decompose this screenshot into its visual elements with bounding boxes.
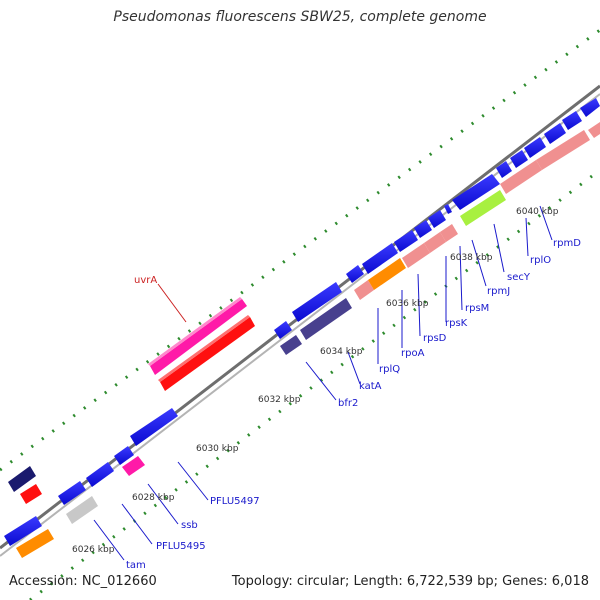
gene-lime-secY[interactable] xyxy=(460,190,506,226)
gene-blue-rpoA[interactable] xyxy=(394,230,418,252)
gene-blue-bfr2[interactable] xyxy=(274,321,292,339)
label-rpoA: rpoA xyxy=(401,348,425,359)
gene-orange-left[interactable] xyxy=(16,529,54,558)
tick-6034: 6034 kbp xyxy=(320,347,363,357)
gene-salmon-rplQ[interactable] xyxy=(354,280,374,300)
gene-blue-6030[interactable] xyxy=(130,408,178,446)
page-title: Pseudomonas fluorescens SBW25, complete … xyxy=(113,9,487,25)
gene-blue-edge[interactable] xyxy=(4,516,42,546)
tick-6036: 6036 kbp xyxy=(386,299,429,309)
gene-labels: uvrA tam PFLU5495 ssb PFLU5497 bfr2 katA… xyxy=(126,238,581,571)
gene-salmon-rplO[interactable] xyxy=(500,160,542,194)
genome-backbone xyxy=(0,84,600,557)
gene-blue-edge-right[interactable] xyxy=(580,98,600,117)
gene-purple-bfr2[interactable] xyxy=(280,335,302,355)
label-secY: secY xyxy=(507,272,531,283)
gene-blue-rplO-a[interactable] xyxy=(496,161,512,178)
gene-blue-rpsD[interactable] xyxy=(414,220,432,238)
gene-salmon-rpsM[interactable] xyxy=(440,224,458,242)
tick-6038: 6038 kbp xyxy=(450,253,493,263)
gene-pink-small[interactable] xyxy=(122,456,145,476)
tick-6040: 6040 kbp xyxy=(516,207,559,217)
gene-blue-rpsK[interactable] xyxy=(428,210,446,228)
label-tam: tam xyxy=(126,560,146,571)
gene-blue-rpmD-b[interactable] xyxy=(562,111,582,130)
label-leader-lines xyxy=(93,205,553,561)
gene-blue-rplQ-a[interactable] xyxy=(346,265,364,283)
genome-summary-text: Topology: circular; Length: 6,722,539 bp… xyxy=(231,574,589,589)
gene-orange-rpoA[interactable] xyxy=(368,258,406,290)
gene-salmon-rpsK[interactable] xyxy=(424,232,446,253)
gene-blue-rplO-c[interactable] xyxy=(524,137,546,158)
gene-blue-pflu5495[interactable] xyxy=(86,462,114,487)
gene-blue-rpmD-a[interactable] xyxy=(544,123,566,144)
label-PFLU5497: PFLU5497 xyxy=(210,496,260,507)
gene-blue-tam[interactable] xyxy=(58,481,86,505)
gene-grey[interactable] xyxy=(66,496,98,524)
label-uvrA: uvrA xyxy=(134,275,157,286)
gene-purple-katA[interactable] xyxy=(300,298,352,340)
tick-6030: 6030 kbp xyxy=(196,444,239,454)
kbp-tick-labels: 6026 kbp 6028 kbp 6030 kbp 6032 kbp 6034… xyxy=(72,207,559,555)
gene-navy-left[interactable] xyxy=(8,466,36,492)
gene-salmon-edge-right[interactable] xyxy=(588,122,600,138)
tick-6032: 6032 kbp xyxy=(258,395,301,405)
uvrA-gene-red[interactable] xyxy=(158,315,255,391)
gene-blue-rplO-b[interactable] xyxy=(510,150,528,168)
gene-red-left[interactable] xyxy=(20,484,42,504)
gene-blue-small-1[interactable] xyxy=(114,446,134,465)
label-katA: katA xyxy=(359,381,382,392)
uvrA-gene-pink[interactable] xyxy=(148,297,247,375)
label-rpsK: rpsK xyxy=(445,318,468,329)
label-rpmD: rpmD xyxy=(553,238,581,249)
label-bfr2: bfr2 xyxy=(338,398,358,409)
gene-blue-mid[interactable] xyxy=(292,282,342,322)
label-rpmJ: rpmJ xyxy=(487,286,510,297)
gene-salmon-rpmD[interactable] xyxy=(536,130,590,170)
tick-6028: 6028 kbp xyxy=(132,493,175,503)
label-rpsD: rpsD xyxy=(423,333,447,344)
tick-6026: 6026 kbp xyxy=(72,545,115,555)
label-PFLU5495: PFLU5495 xyxy=(156,541,206,552)
gene-blue-rplQ-b[interactable] xyxy=(362,243,398,274)
gene-blue-secY[interactable] xyxy=(452,174,500,210)
label-rplO: rplO xyxy=(530,255,551,266)
label-ssb: ssb xyxy=(181,520,198,531)
label-rplQ: rplQ xyxy=(379,364,400,375)
accession-text: Accession: NC_012660 xyxy=(9,574,157,589)
gene-salmon-rpsD[interactable] xyxy=(402,243,430,268)
gene-blue-rpmJ[interactable] xyxy=(444,204,452,214)
label-rpsM: rpsM xyxy=(465,303,489,314)
